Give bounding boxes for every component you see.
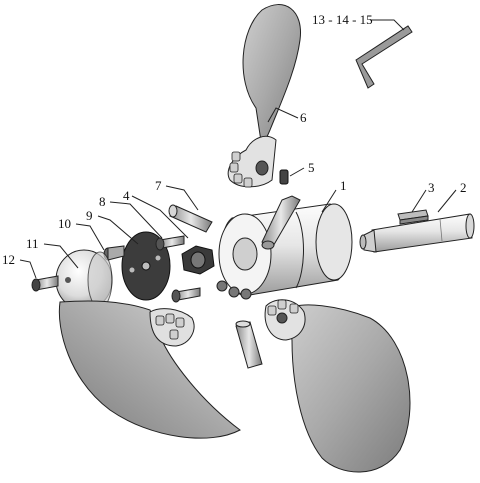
- pin-loose: [235, 320, 263, 369]
- callout-5: 5: [308, 160, 315, 175]
- callout-labels: 1 2 3 4 5 6 7 8 9 10 11 12 13 - 14 - 15: [2, 12, 467, 267]
- bolt-12: [31, 275, 59, 292]
- callout-3: 3: [428, 180, 435, 195]
- pin-5: [279, 169, 289, 185]
- callout-10: 10: [58, 216, 71, 231]
- key-3: [397, 209, 429, 225]
- hex-key: [355, 25, 413, 89]
- blade-left: [58, 300, 241, 439]
- callout-6: 6: [300, 110, 307, 125]
- callout-7: 7: [155, 178, 162, 193]
- cap-11: [55, 249, 113, 311]
- callout-11: 11: [26, 236, 39, 251]
- callout-9: 9: [86, 208, 93, 223]
- callout-12: 12: [2, 252, 15, 267]
- hub-pin-upper: [261, 195, 301, 250]
- callout-4: 4: [123, 188, 130, 203]
- pin-7: [168, 204, 213, 233]
- blade-right: [264, 299, 411, 473]
- shaft-2: [359, 213, 475, 253]
- callout-2: 2: [460, 180, 467, 195]
- screw-lower: [171, 287, 201, 303]
- leader-lines: [19, 19, 457, 279]
- blade-6: [227, 4, 301, 188]
- callout-1: 1: [340, 178, 347, 193]
- nut-4: [181, 245, 215, 275]
- callout-13-14-15: 13 - 14 - 15: [312, 12, 373, 27]
- hub-body-1: [216, 203, 353, 300]
- blade-6-gear-teeth: [229, 151, 253, 188]
- callout-8: 8: [99, 194, 106, 209]
- screw-8: [155, 235, 185, 251]
